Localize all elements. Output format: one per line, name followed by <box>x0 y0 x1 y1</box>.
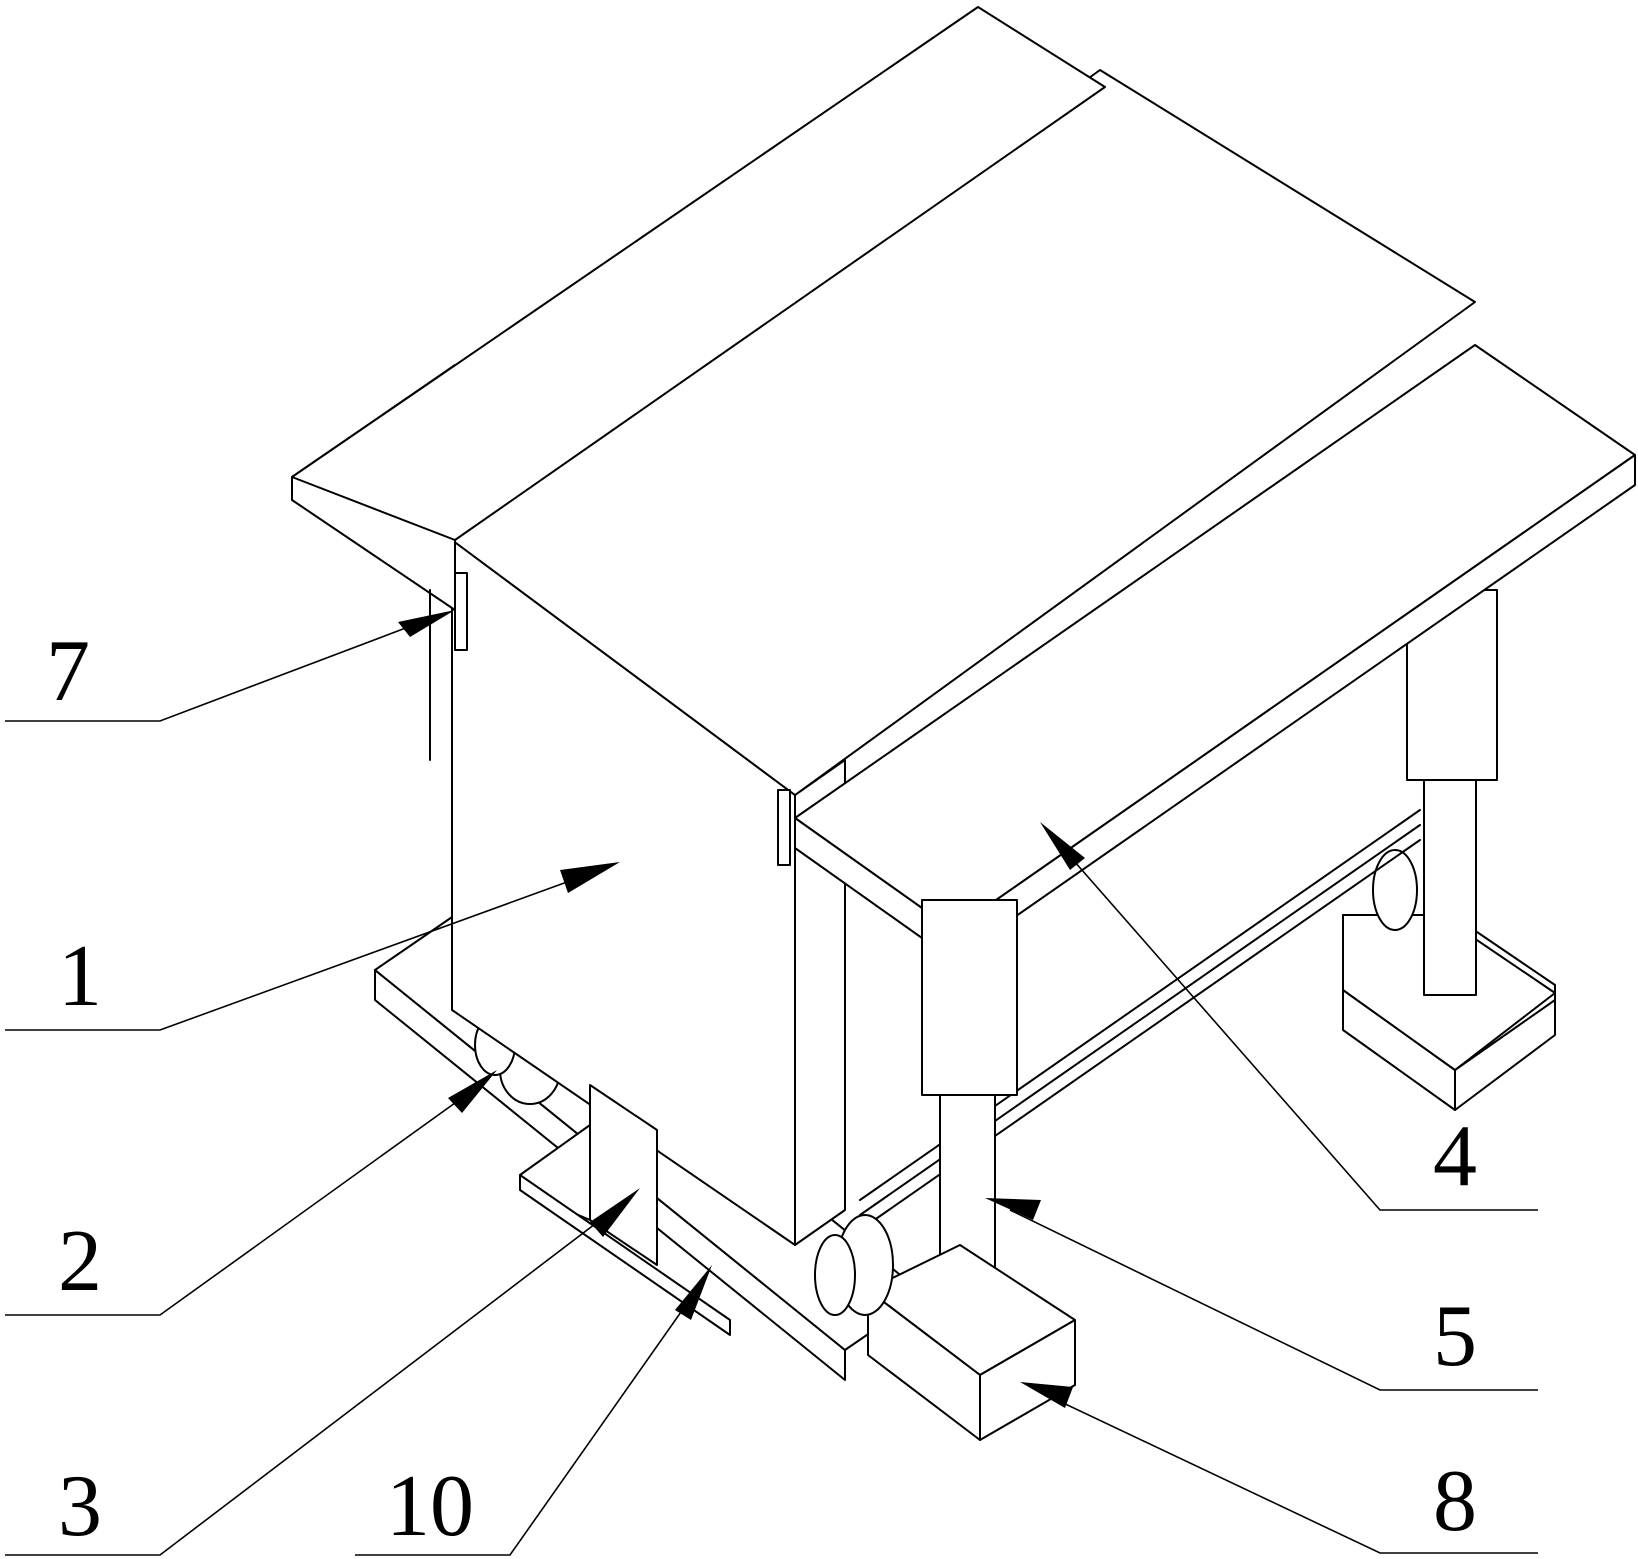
callout-1: 1 <box>5 862 620 1031</box>
right-wing-plate <box>794 344 1636 961</box>
callout-3: 3 <box>5 1188 640 1556</box>
callout-5: 5 <box>985 1198 1538 1391</box>
callout-label-4: 4 <box>1433 1108 1477 1205</box>
callout-label-5: 5 <box>1433 1288 1477 1385</box>
callout-7: 7 <box>5 610 455 722</box>
front-leg <box>867 899 1076 1441</box>
callout-10: 10 <box>355 1265 712 1556</box>
connector-lugs <box>454 572 791 866</box>
callout-label-3: 3 <box>58 1458 102 1555</box>
callout-2: 2 <box>5 1070 497 1316</box>
callout-8: 8 <box>1020 1382 1538 1554</box>
callout-label-2: 2 <box>58 1213 102 1310</box>
callout-label-7: 7 <box>46 623 90 720</box>
callout-label-1: 1 <box>58 928 102 1025</box>
rear-leg <box>1342 589 1556 1111</box>
callout-4: 4 <box>1040 822 1538 1211</box>
callout-label-10: 10 <box>386 1458 474 1555</box>
left-wing-plate <box>291 6 1106 761</box>
front-roller <box>814 1214 894 1316</box>
callout-label-8: 8 <box>1433 1453 1477 1550</box>
main-housing <box>451 69 1476 1246</box>
